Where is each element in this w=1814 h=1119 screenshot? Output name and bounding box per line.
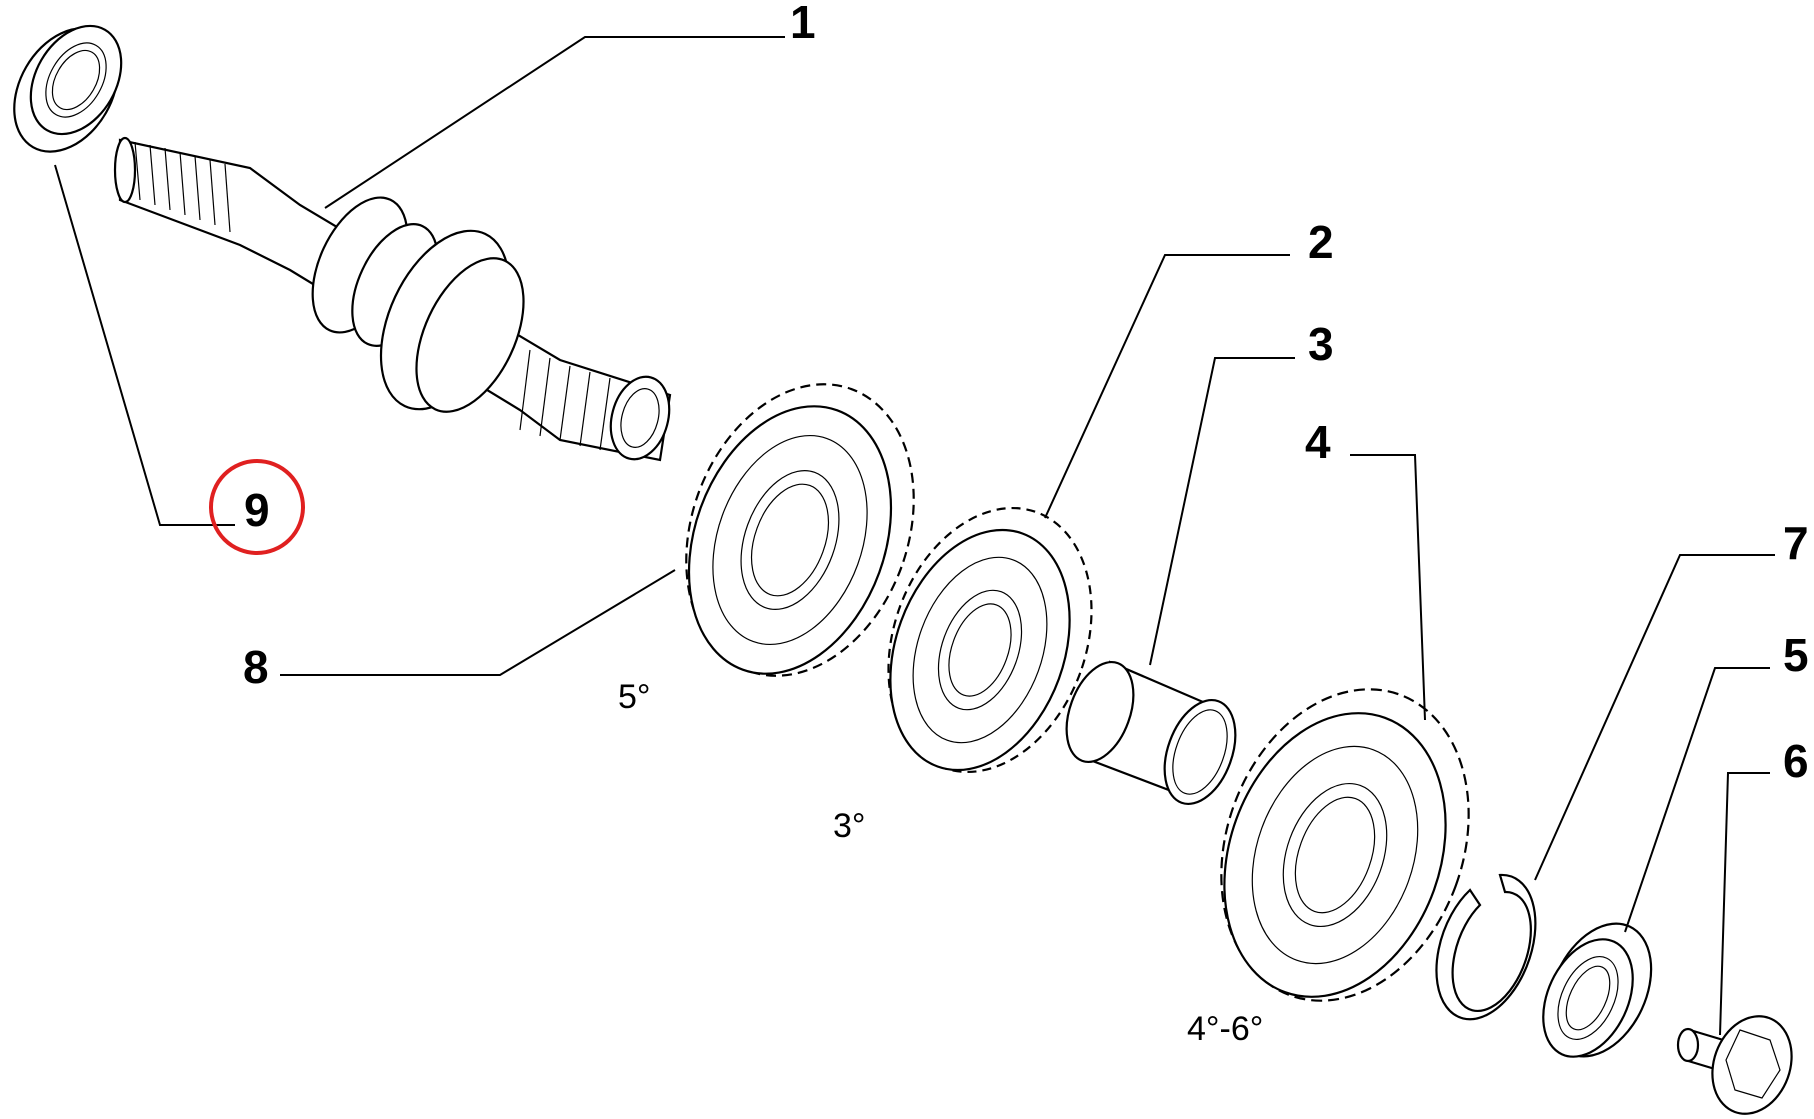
leader-line-2 [1044, 254, 1290, 519]
leader-line-7 [1534, 554, 1775, 881]
callout-9[interactable]: 9 [244, 484, 270, 536]
gear-part-4-fourth-sixth[interactable] [1179, 654, 1510, 1035]
snap-ring-part-7[interactable] [1435, 873, 1537, 1021]
callout-8[interactable]: 8 [243, 641, 269, 693]
bolt-part-6[interactable] [1676, 1005, 1805, 1119]
leader-line-1 [324, 36, 785, 209]
leader-line-6 [1719, 772, 1770, 1036]
leader-line-8 [280, 569, 676, 676]
leader-line-4 [1350, 454, 1426, 721]
bushing-part-3[interactable] [1054, 653, 1249, 814]
leader-line-9 [54, 164, 235, 526]
leader-lines [54, 36, 1775, 1036]
callout-3[interactable]: 3 [1308, 318, 1334, 370]
shaft-part-1[interactable] [113, 136, 678, 466]
callout-2[interactable]: 2 [1308, 216, 1334, 268]
gear-label-fourth-sixth: 4°-6° [1187, 1010, 1263, 1048]
callout-4[interactable]: 4 [1305, 416, 1331, 468]
callout-6[interactable]: 6 [1783, 735, 1809, 787]
gear-label-third: 3° [833, 807, 866, 845]
leader-line-3 [1149, 357, 1295, 666]
leader-line-5 [1624, 667, 1770, 933]
callout-7[interactable]: 7 [1783, 517, 1809, 569]
callout-1[interactable]: 1 [790, 0, 816, 48]
highlight-circle [209, 459, 305, 555]
bearing-part-9[interactable] [0, 10, 140, 170]
gear-part-2-third[interactable] [853, 479, 1126, 800]
callout-5[interactable]: 5 [1783, 629, 1809, 681]
gear-label-fifth: 5° [618, 678, 651, 716]
bearing-part-5[interactable] [1526, 907, 1672, 1073]
gear-part-8-fifth[interactable] [647, 352, 953, 708]
